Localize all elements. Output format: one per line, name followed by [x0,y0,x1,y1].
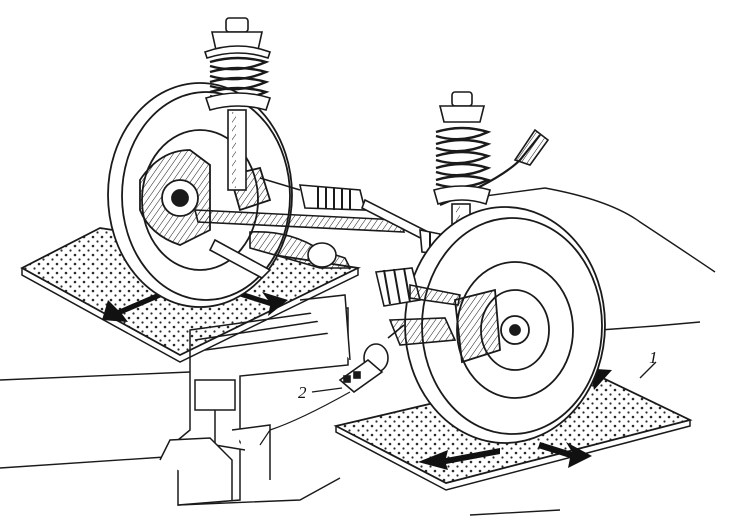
callout-1: 1 [649,348,658,367]
drive-shaft-right [375,267,461,346]
wheel-right [404,206,606,444]
arrow-left-a [102,292,164,322]
arrow-right-b [538,442,592,468]
sensor-unit [259,324,405,446]
callout-2: 2 [298,383,307,402]
arrow-left-b [230,288,288,316]
arrow-right-a [418,448,500,470]
strut-left [203,17,272,191]
lift-post [159,294,351,506]
leader-line-2 [311,387,343,393]
leader-line-1 [639,361,657,379]
